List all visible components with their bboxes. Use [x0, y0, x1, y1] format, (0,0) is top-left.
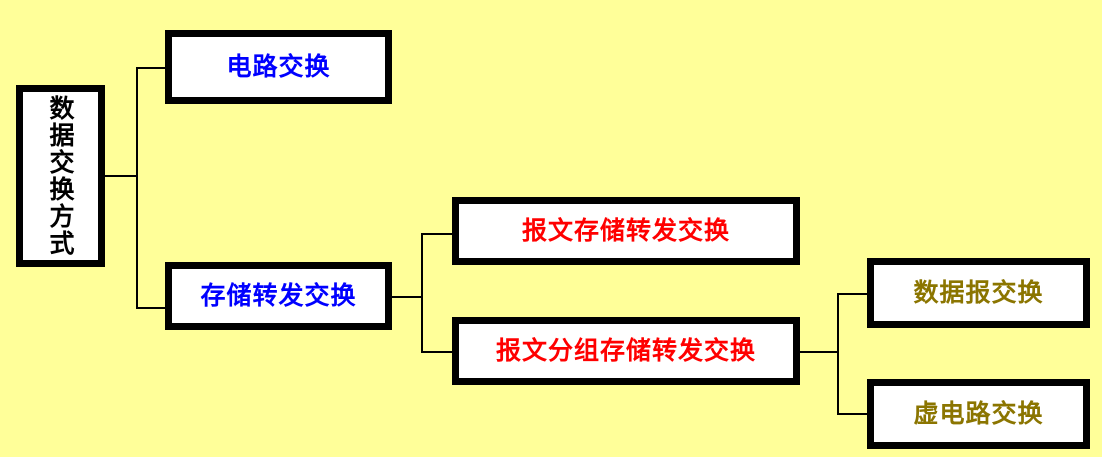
node-label-packet-store-forward: 报文分组存储转发交换: [495, 335, 756, 365]
connector-packet-to-datagram: [837, 293, 869, 295]
node-label-store-forward: 存储转发交换: [200, 280, 357, 310]
node-label-message-store-forward: 报文存储转发交换: [521, 215, 730, 245]
node-label-root: 数据交换方式: [46, 95, 75, 257]
node-store-and-forward-switching[interactable]: 存储转发交换: [165, 262, 392, 330]
connector-store-forward-stub: [392, 296, 423, 298]
node-packet-store-forward-switching[interactable]: 报文分组存储转发交换: [452, 317, 800, 385]
connector-root-to-store-forward: [136, 307, 167, 309]
node-label-virtual-circuit: 虚电路交换: [913, 398, 1044, 428]
node-label-datagram: 数据报交换: [913, 277, 1044, 307]
connector-packet-spine: [837, 293, 839, 415]
node-label-circuit: 电路交换: [226, 51, 331, 81]
node-circuit-switching[interactable]: 电路交换: [165, 30, 392, 104]
connector-root-spine: [136, 67, 138, 309]
node-virtual-circuit-switching[interactable]: 虚电路交换: [867, 379, 1090, 449]
node-data-exchange-methods[interactable]: 数据交换方式: [16, 85, 105, 267]
connector-store-forward-to-message: [421, 233, 454, 235]
connector-packet-to-virtual-circuit: [837, 413, 869, 415]
connector-root-stub: [105, 175, 138, 177]
node-datagram-switching[interactable]: 数据报交换: [867, 258, 1090, 328]
connector-packet-stub: [800, 351, 839, 353]
connector-store-forward-to-packet: [421, 351, 454, 353]
connector-store-forward-spine: [421, 233, 423, 353]
connector-root-to-circuit: [136, 67, 167, 69]
node-message-store-forward-switching[interactable]: 报文存储转发交换: [452, 197, 800, 265]
